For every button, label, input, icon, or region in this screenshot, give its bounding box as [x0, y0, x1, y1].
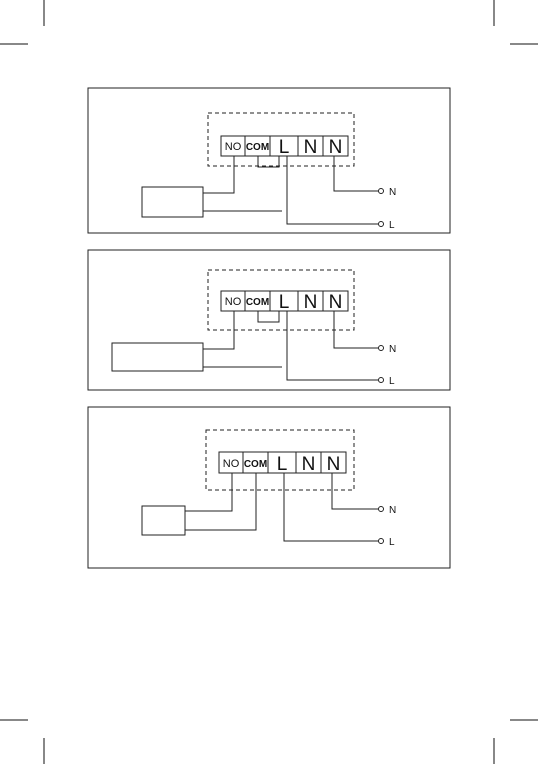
output-l-label: L — [389, 220, 395, 231]
wiring-diagram-1 — [88, 88, 450, 233]
com-l-link-wire — [258, 156, 279, 167]
load-device — [142, 187, 203, 217]
wiring-diagram-2 — [88, 250, 450, 390]
diagram-frame — [88, 250, 450, 390]
com-l-link-wire — [258, 311, 279, 322]
wiring-diagram-3 — [88, 407, 450, 568]
l-supply-wire — [284, 473, 378, 541]
load-device — [142, 506, 185, 535]
terminal-no-label: NO — [225, 296, 242, 308]
terminal-com-label: COM — [246, 297, 269, 308]
terminal-com-label: COM — [246, 142, 269, 153]
terminal-no-label: NO — [223, 458, 240, 470]
terminal-com-label: COM — [244, 459, 267, 470]
l-output-terminal — [379, 222, 384, 227]
l-supply-wire — [287, 311, 378, 380]
output-n-label: N — [389, 505, 396, 516]
terminal-l-label: L — [279, 292, 290, 313]
n-supply-wire — [332, 473, 378, 509]
output-n-label: N — [389, 344, 396, 355]
terminal-l-label: L — [277, 454, 288, 475]
output-l-label: L — [389, 376, 395, 387]
terminal-n1-label: N — [304, 292, 318, 313]
n-output-terminal — [379, 189, 384, 194]
terminal-n2-label: N — [327, 454, 341, 475]
l-output-terminal — [379, 378, 384, 383]
terminal-n1-label: N — [304, 137, 318, 158]
terminal-l-label: L — [279, 137, 290, 158]
terminal-n1-label: N — [302, 454, 316, 475]
com-load-wire — [185, 473, 256, 530]
terminal-no-label: NO — [225, 141, 242, 153]
no-load-wire — [203, 156, 234, 193]
output-n-label: N — [389, 187, 396, 198]
load-device — [112, 343, 203, 371]
output-l-label: L — [389, 537, 395, 548]
no-load-wire — [185, 473, 232, 511]
n-output-terminal — [379, 507, 384, 512]
terminal-n2-label: N — [329, 292, 343, 313]
terminal-n2-label: N — [329, 137, 343, 158]
n-supply-wire — [334, 156, 378, 191]
n-output-terminal — [379, 346, 384, 351]
diagram-frame — [88, 407, 450, 568]
l-output-terminal — [379, 539, 384, 544]
